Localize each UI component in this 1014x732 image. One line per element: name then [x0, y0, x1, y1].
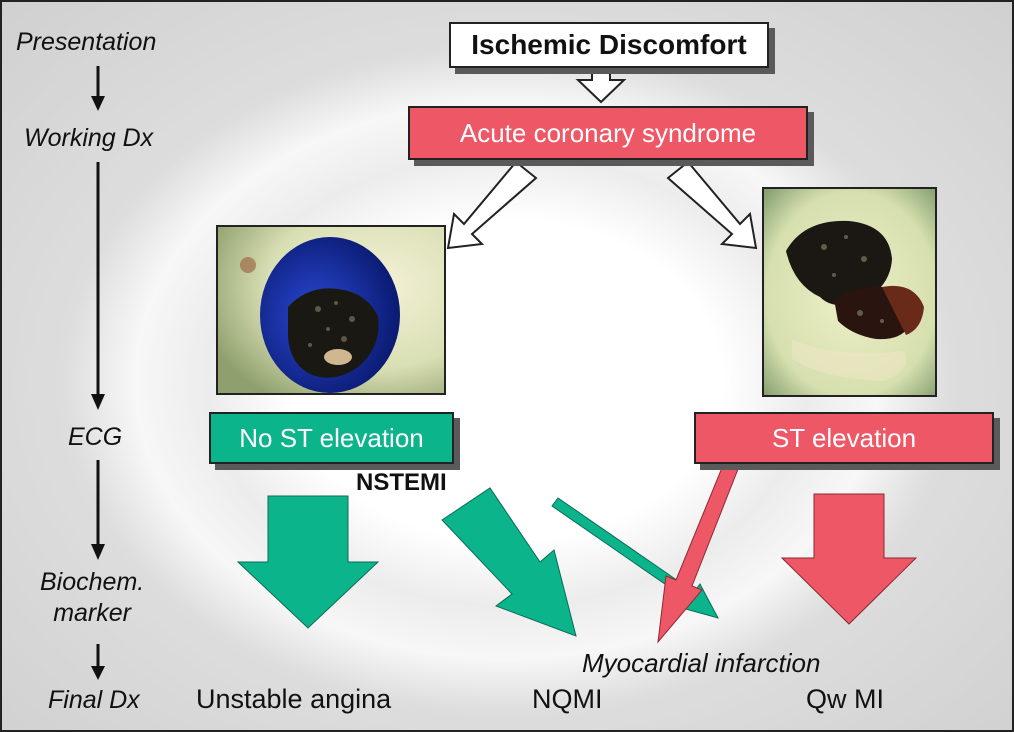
final-nqmi: NQMI [532, 684, 603, 714]
final-qw-mi: Qw MI [806, 684, 884, 714]
red-arrow-mi [657, 457, 741, 644]
myocardial-infarction-label: Myocardial infarction [582, 648, 821, 678]
artery-photo-right [762, 187, 937, 397]
nstemi-label: NSTEMI [356, 469, 447, 496]
hollow-arrow-down [575, 67, 627, 104]
box-acute-coronary-syndrome: Acute coronary syndrome [408, 106, 808, 160]
timeline-arrow-4 [91, 644, 105, 680]
stage-biochem-line2: marker [53, 599, 131, 627]
green-arrow-nqmi [441, 487, 577, 637]
hollow-arrow-left [446, 160, 538, 250]
green-arrow-unstable-angina [236, 495, 380, 629]
timeline-arrow-2 [91, 162, 105, 410]
artery-photo-left [216, 225, 446, 395]
stage-final-dx: Final Dx [48, 686, 140, 714]
box-st-elevation: ST elevation [694, 412, 994, 464]
final-unstable-angina: Unstable angina [196, 684, 392, 714]
stage-biochem: Biochem. marker [40, 567, 144, 629]
stage-ecg: ECG [68, 423, 123, 451]
box-no-st-elevation: No ST elevation [209, 412, 454, 464]
timeline-arrow-1 [91, 66, 105, 111]
red-arrow-qwmi [780, 493, 918, 625]
stage-working-dx: Working Dx [24, 124, 154, 152]
stage-presentation: Presentation [16, 28, 157, 56]
stage-biochem-line1: Biochem. [40, 568, 145, 596]
box-ischemic-discomfort: Ischemic Discomfort [449, 22, 769, 68]
hollow-arrow-right [666, 160, 758, 250]
timeline-arrow-3 [91, 460, 105, 560]
